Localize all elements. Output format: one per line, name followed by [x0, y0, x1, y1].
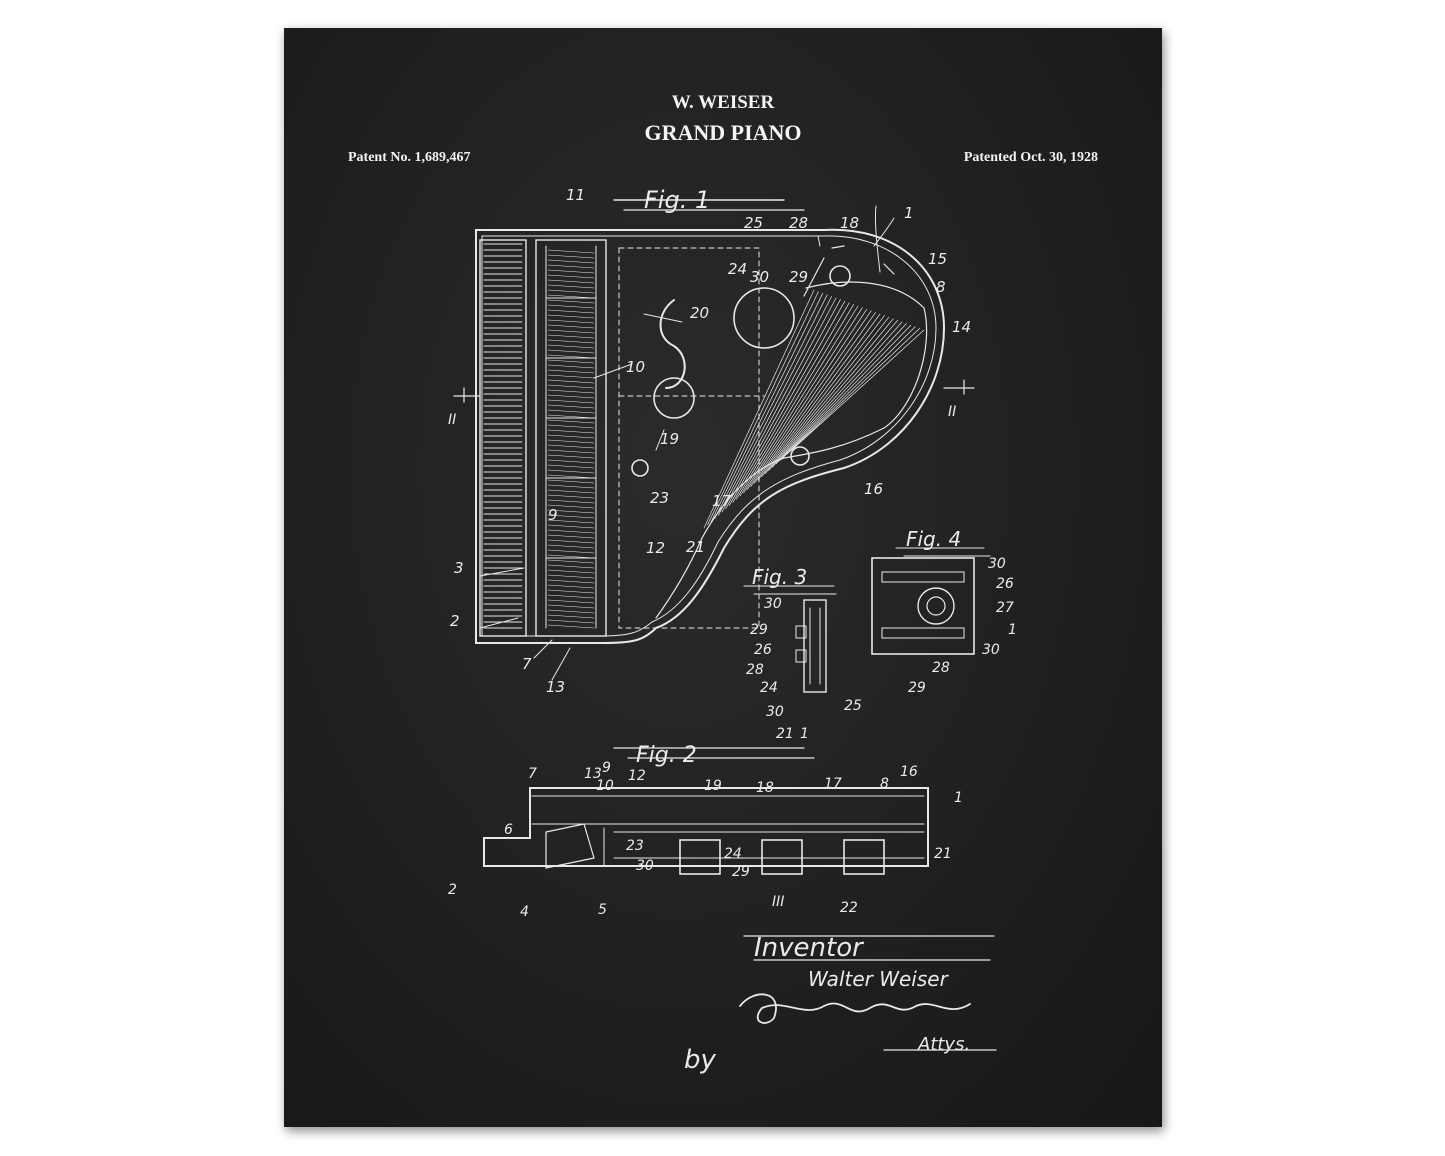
svg-text:26: 26 — [996, 576, 1014, 592]
svg-text:13: 13 — [546, 678, 565, 696]
svg-text:30: 30 — [988, 556, 1006, 572]
svg-text:28: 28 — [746, 662, 764, 678]
signature-block: Inventor Walter Weiser by Attys. — [684, 933, 997, 1075]
svg-text:13: 13 — [584, 766, 602, 782]
figure-1: Fig. 1 — [448, 186, 975, 696]
svg-text:12: 12 — [646, 539, 665, 557]
attorney-signature — [739, 993, 971, 1024]
patent-poster: W. WEISER GRAND PIANO Patent No. 1,689,4… — [284, 28, 1162, 1127]
svg-text:29: 29 — [908, 680, 926, 696]
section-mark-left: II — [448, 412, 456, 428]
svg-text:28: 28 — [789, 214, 808, 232]
svg-text:24: 24 — [760, 680, 778, 696]
svg-text:18: 18 — [756, 780, 774, 796]
sound-hole-small — [653, 377, 695, 419]
svg-text:16: 16 — [864, 480, 883, 498]
patent-number: Patent No. 1,689,467 — [348, 150, 471, 165]
svg-text:16: 16 — [900, 764, 918, 780]
svg-text:25: 25 — [744, 214, 763, 232]
action-area — [535, 239, 607, 637]
by-label: by — [684, 1045, 717, 1075]
svg-text:5: 5 — [598, 902, 607, 918]
svg-text:18: 18 — [840, 214, 859, 232]
svg-text:12: 12 — [628, 768, 646, 784]
svg-text:24: 24 — [724, 846, 742, 862]
patent-drawing: Fig. 1 — [448, 186, 1017, 1075]
svg-text:29: 29 — [750, 622, 768, 638]
f-hole — [659, 299, 686, 389]
svg-text:9: 9 — [548, 506, 558, 524]
section-mark-right: II — [948, 404, 956, 420]
svg-text:11: 11 — [566, 186, 585, 204]
svg-text:8: 8 — [880, 776, 889, 792]
svg-text:21: 21 — [934, 846, 952, 862]
svg-text:4: 4 — [520, 904, 529, 920]
svg-text:29: 29 — [789, 268, 808, 286]
svg-text:9: 9 — [602, 760, 611, 776]
svg-text:1: 1 — [1008, 622, 1017, 638]
inventor-name: Walter Weiser — [808, 967, 950, 991]
svg-text:21: 21 — [686, 538, 705, 556]
fig2-label: Fig. 2 — [636, 743, 697, 768]
svg-text:15: 15 — [928, 250, 947, 268]
svg-text:1: 1 — [954, 790, 963, 806]
svg-text:14: 14 — [952, 318, 971, 336]
fig4-label: Fig. 4 — [906, 527, 961, 551]
svg-text:17: 17 — [712, 492, 732, 510]
svg-text:1: 1 — [800, 726, 809, 742]
svg-text:3: 3 — [454, 559, 464, 577]
svg-text:30: 30 — [636, 858, 654, 874]
svg-text:28: 28 — [932, 660, 950, 676]
svg-text:26: 26 — [754, 642, 772, 658]
svg-text:27: 27 — [996, 600, 1014, 616]
svg-text:30: 30 — [750, 268, 769, 286]
svg-text:6: 6 — [504, 822, 513, 838]
svg-text:8: 8 — [936, 278, 946, 296]
svg-text:2: 2 — [450, 612, 460, 630]
svg-text:29: 29 — [732, 864, 750, 880]
svg-text:7: 7 — [528, 766, 537, 782]
svg-text:22: 22 — [840, 900, 858, 916]
fig3-reference-numbers: 30 29 26 28 24 30 21 1 25 — [746, 596, 862, 742]
figure-4: Fig. 4 30 26 27 1 30 28 29 — [871, 527, 1017, 696]
svg-text:19: 19 — [660, 430, 679, 448]
svg-text:1: 1 — [904, 204, 914, 222]
svg-text:23: 23 — [626, 838, 644, 854]
svg-text:30: 30 — [764, 596, 782, 612]
keyboard — [479, 239, 527, 637]
figure-3: Fig. 3 30 29 26 28 24 30 21 1 25 — [743, 565, 862, 742]
fig3-label: Fig. 3 — [752, 565, 807, 589]
svg-text:25: 25 — [844, 698, 862, 714]
svg-text:10: 10 — [626, 358, 645, 376]
patent-date: Patented Oct. 30, 1928 — [963, 150, 1098, 165]
svg-text:23: 23 — [650, 489, 669, 507]
fig4-reference-numbers: 30 26 27 1 30 28 29 — [908, 556, 1017, 696]
svg-text:19: 19 — [704, 778, 722, 794]
svg-text:2: 2 — [448, 882, 457, 898]
svg-text:20: 20 — [690, 304, 709, 322]
inventor-header: W. WEISER — [671, 92, 775, 113]
piano-section-outline — [483, 787, 929, 867]
attorneys-label: Attys. — [917, 1034, 970, 1055]
patent-title: GRAND PIANO — [644, 120, 802, 145]
svg-text:III: III — [772, 894, 784, 910]
svg-text:24: 24 — [728, 260, 747, 278]
svg-text:30: 30 — [766, 704, 784, 720]
svg-text:21: 21 — [776, 726, 794, 742]
svg-text:7: 7 — [522, 655, 532, 673]
svg-text:17: 17 — [824, 776, 842, 792]
sound-hole-large — [733, 287, 795, 349]
svg-text:30: 30 — [982, 642, 1000, 658]
svg-text:10: 10 — [596, 778, 614, 794]
inventor-label: Inventor — [754, 933, 865, 963]
